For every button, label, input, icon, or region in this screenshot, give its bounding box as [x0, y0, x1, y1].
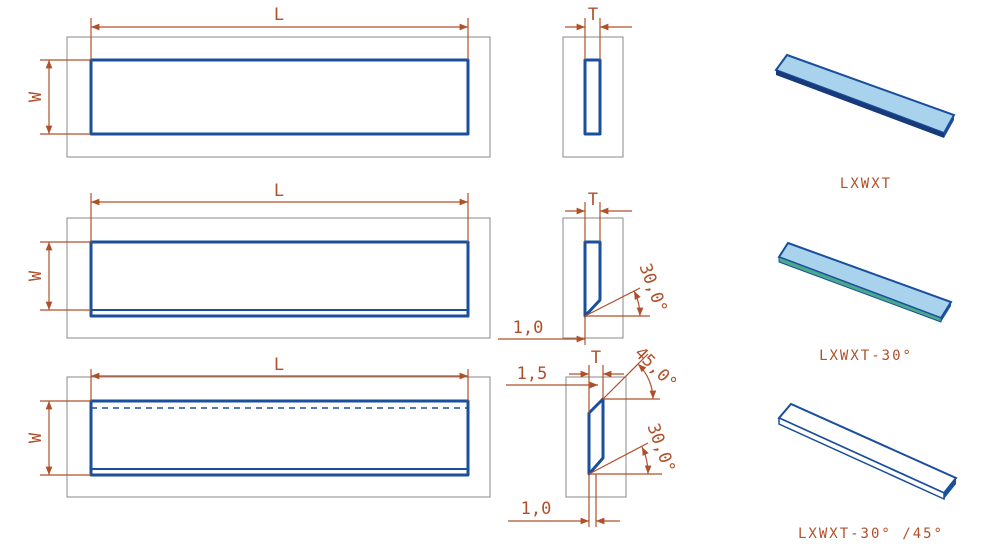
- caption-plain: LXWXT: [839, 176, 893, 192]
- thickness-label: T: [588, 190, 598, 210]
- render-end-face: [944, 115, 954, 138]
- row-3-side-view: T 1,5 45,0° 30,0° 1,0: [506, 343, 681, 527]
- render-top-face: [777, 402, 958, 495]
- double-bevel-section: [587, 397, 605, 476]
- render-top-face: [774, 53, 956, 135]
- render-end-face: [944, 478, 956, 499]
- row-3-front-view: L W: [26, 355, 491, 498]
- length-label: L: [274, 355, 284, 375]
- angle-arc-30: [641, 446, 652, 475]
- thickness-label: T: [591, 348, 601, 368]
- angle-arc: [633, 290, 644, 317]
- thickness-label: T: [588, 5, 598, 25]
- render-bevel-30-45-blade: [777, 402, 958, 501]
- frame: [66, 36, 491, 158]
- width-label: W: [26, 91, 46, 102]
- angle-arc-45: [637, 363, 657, 400]
- row-1-side-view: T: [562, 5, 632, 158]
- angle-ref-line: [588, 442, 649, 475]
- render-bevel-30-blade: [777, 241, 953, 323]
- render-bevel-face: [778, 416, 945, 501]
- edge-label: 1,0: [521, 499, 552, 519]
- render-plain-blade: [774, 53, 956, 138]
- edge-label: 1,0: [513, 318, 544, 338]
- caption-bevel-30-45: LXWXT-30° /45°: [797, 526, 944, 542]
- blade-outline: [89, 58, 470, 136]
- width-label: W: [26, 432, 46, 443]
- length-label: L: [274, 181, 284, 201]
- frame: [66, 376, 491, 498]
- blade-section: [583, 58, 602, 136]
- length-label: L: [274, 5, 284, 25]
- render-top-face: [777, 241, 953, 320]
- frame: [562, 36, 624, 158]
- caption-bevel-30: LXWXT-30°: [819, 348, 913, 364]
- frame: [66, 217, 491, 339]
- blade-outline: [89, 399, 470, 477]
- angle-ref-line: [602, 353, 649, 400]
- bevel-angle-45-label: 45,0°: [630, 343, 680, 393]
- angle-ref-line: [584, 287, 641, 317]
- frame: [562, 217, 624, 339]
- render-side-face: [776, 70, 944, 138]
- row-2-front-view: L W: [26, 181, 491, 339]
- row-1-front-view: L W: [26, 5, 491, 158]
- blade-outline: [89, 240, 470, 318]
- edge-label-1-5: 1,5: [517, 364, 548, 384]
- bevel-section: [583, 240, 602, 318]
- width-label: W: [26, 270, 46, 281]
- row-2-side-view: T 30,0° 1,0: [498, 190, 671, 345]
- render-end-face: [941, 302, 951, 322]
